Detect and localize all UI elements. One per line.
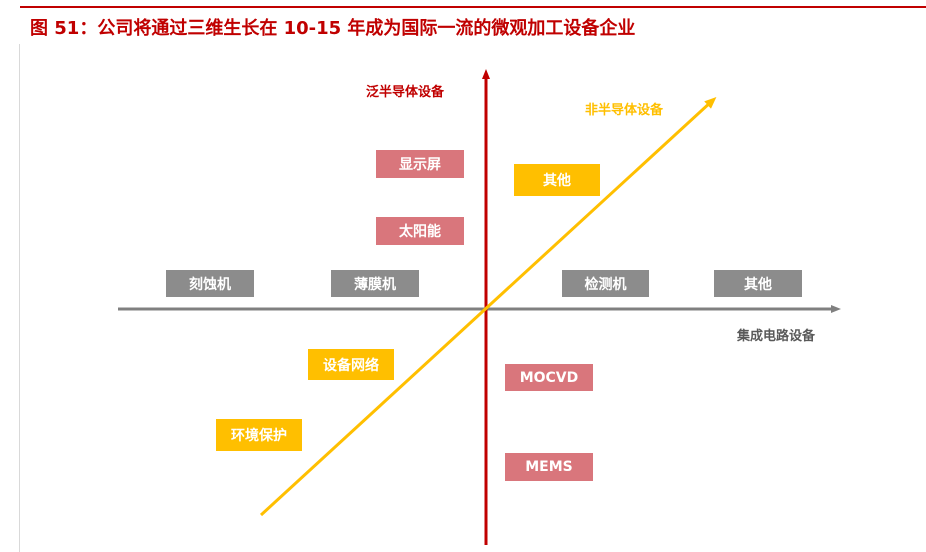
- box-non-semi-other: 其他: [514, 164, 600, 196]
- box-mems: MEMS: [505, 453, 593, 481]
- diagonal-axis-label: 非半导体设备: [585, 103, 664, 118]
- left-border-line: [19, 44, 20, 552]
- box-thin-film: 薄膜机: [331, 270, 419, 297]
- box-environment: 环境保护: [216, 419, 302, 451]
- horizontal-axis-label: 集成电路设备: [737, 329, 816, 344]
- box-inspection: 检测机: [562, 270, 649, 297]
- box-ic-other: 其他: [714, 270, 802, 297]
- vertical-axis-label: 泛半导体设备: [366, 85, 445, 100]
- box-etcher: 刻蚀机: [166, 270, 254, 297]
- figure-title: 图 51：公司将通过三维生长在 10-15 年成为国际一流的微观加工设备企业: [30, 18, 636, 39]
- box-mocvd: MOCVD: [505, 364, 593, 391]
- title-top-rule: [20, 6, 926, 8]
- diagonal-axis-line: [259, 96, 717, 517]
- box-equipment-network: 设备网络: [308, 349, 394, 380]
- box-display: 显示屏: [376, 150, 464, 178]
- box-solar: 太阳能: [376, 217, 464, 245]
